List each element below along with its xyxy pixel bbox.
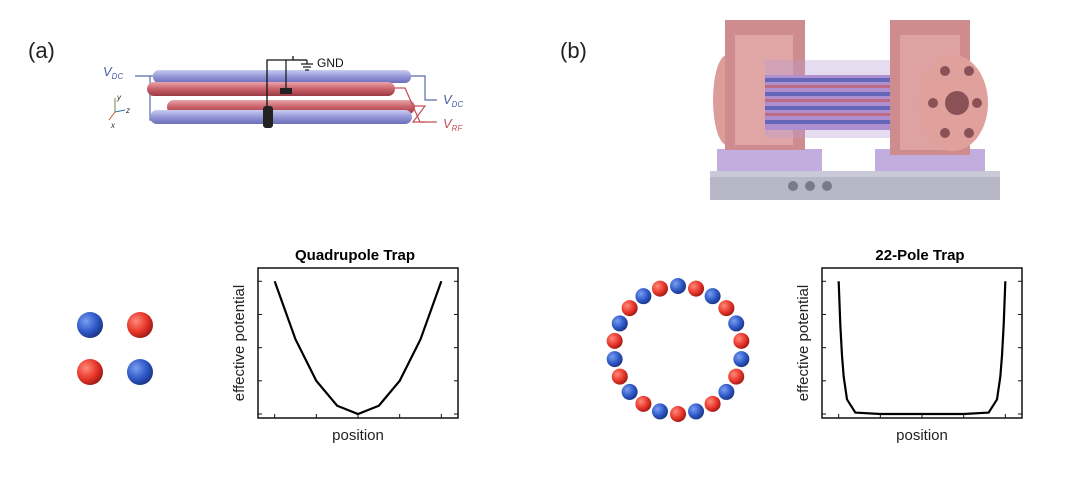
ring-ion-7	[733, 351, 750, 368]
panel-label-b: (b)	[560, 38, 587, 63]
ring-ion-14	[635, 395, 652, 412]
quadrupole-ion-cross-section	[77, 312, 153, 385]
support-foot-left	[717, 149, 822, 171]
ring-ion-10	[704, 395, 721, 412]
ion-red-bottom-left	[77, 359, 103, 385]
gnd-clamp	[280, 88, 292, 94]
vdc-left-label: VDC	[103, 64, 123, 81]
x-axis-label: position	[896, 427, 948, 444]
multipole-trap-rendering	[710, 20, 1000, 200]
ring-ion-4	[718, 300, 735, 317]
central-electrode	[263, 106, 273, 128]
ion-blue-bottom-right	[127, 359, 153, 385]
ring-ion-16	[611, 368, 628, 385]
quadrupole-potential-chart: Quadrupole Trap position effective poten…	[231, 247, 459, 444]
ring-ion-21	[635, 288, 652, 305]
axis-z-label: z	[125, 106, 130, 115]
chart-title-22-pole: 22-Pole Trap	[875, 247, 964, 264]
gnd-wire	[266, 56, 294, 106]
ring-ion-5	[728, 315, 745, 332]
x-axis-label: position	[332, 427, 384, 444]
axes-triad-icon	[108, 98, 126, 121]
ion-blue-top-left	[77, 312, 103, 338]
panel-label-a: (a)	[28, 38, 55, 63]
potential-curve	[837, 281, 1007, 416]
ion-red-top-right	[127, 312, 153, 338]
axis-y-label: y	[116, 93, 122, 102]
vrf-wire-right	[411, 105, 427, 123]
plot-frame	[257, 267, 459, 419]
gnd-label: GND	[317, 56, 344, 70]
axis-x-label: x	[110, 121, 116, 130]
ring-ion-20	[621, 300, 638, 317]
ring-ion-12	[670, 406, 686, 422]
ring-ion-11	[688, 403, 705, 420]
plot-frame	[821, 267, 1023, 419]
ring-ion-1	[670, 278, 686, 294]
ring-ion-6	[733, 332, 750, 349]
quadrupole-rod-schematic: GND VDC VDC VRF y z x	[103, 56, 463, 133]
rod-back-blue	[153, 70, 411, 83]
ring-ion-13	[651, 403, 668, 420]
vdc-wire-right	[411, 75, 437, 101]
ring-ion-17	[606, 351, 623, 368]
ring-ion-19	[611, 315, 628, 332]
ground-symbol-icon	[301, 60, 313, 71]
ring-ion-15	[621, 383, 638, 400]
ring-ion-2	[688, 280, 705, 297]
ring-ion-3	[704, 288, 721, 305]
rod-back-red	[147, 82, 395, 96]
ring-ion-22	[651, 280, 668, 297]
22-pole-ion-ring	[606, 278, 750, 422]
y-axis-label: effective potential	[795, 285, 812, 401]
potential-curve	[273, 280, 443, 416]
rod-front-blue	[150, 110, 412, 124]
ring-ion-9	[718, 383, 735, 400]
rod-lines	[765, 78, 895, 124]
ring-ion-18	[606, 332, 623, 349]
22-pole-potential-chart: 22-Pole Trap position effective potentia…	[795, 247, 1023, 444]
vrf-wire-right-2	[395, 87, 437, 123]
vrf-label: VRF	[443, 116, 463, 133]
vdc-right-label: VDC	[443, 92, 463, 109]
chart-title-quadrupole: Quadrupole Trap	[295, 247, 415, 264]
y-axis-label: effective potential	[231, 285, 248, 401]
ring-ion-8	[728, 368, 745, 385]
trap-base	[710, 175, 1000, 200]
